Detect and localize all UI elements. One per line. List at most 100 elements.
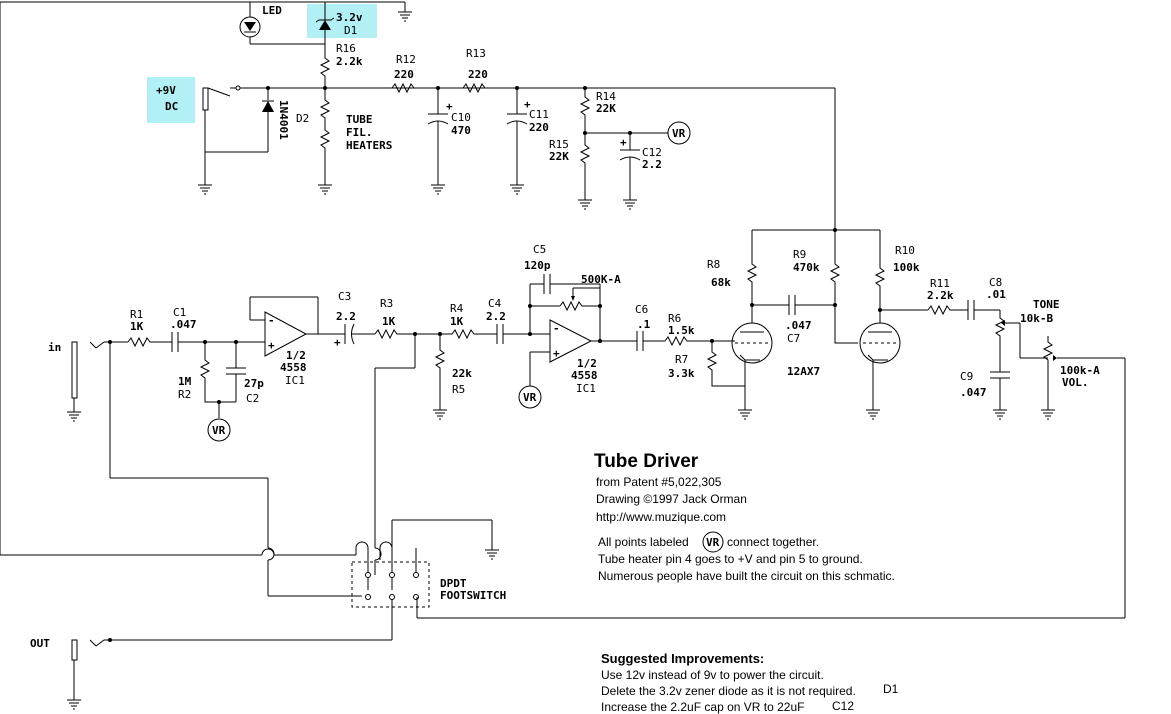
r7-resistor: [706, 341, 745, 387]
credit-author: Drawing ©1997 Jack Orman: [596, 492, 747, 506]
label-r12: R12: [396, 53, 416, 66]
label-r3: R3: [380, 297, 393, 310]
input-jack-symbol: [71, 341, 105, 402]
label-vol: VOL.: [1062, 376, 1089, 389]
r3-resistor: [374, 328, 440, 340]
r5-resistor: [434, 334, 446, 400]
opamp1-plus: +: [268, 339, 275, 352]
r10-resistor: [874, 230, 886, 310]
label-r2-value: 1M: [178, 375, 192, 388]
led-symbol: [239, 2, 325, 45]
label-r15: R15: [549, 138, 569, 151]
label-pot-500k: 500K-A: [581, 273, 621, 286]
label-c7: C7: [787, 332, 800, 345]
label-r1-value: 1K: [130, 320, 144, 333]
label-r14-value: 22K: [596, 102, 616, 115]
label-c7-value: .047: [785, 319, 812, 332]
vr-node-ic1b: [518, 385, 542, 409]
label-c6-value: .1: [637, 318, 651, 331]
label-c5: C5: [533, 243, 546, 256]
label-c11-value: 220: [529, 121, 549, 134]
label-r9: R9: [793, 248, 806, 261]
note-builds: Numerous people have built the circuit o…: [598, 569, 895, 583]
improvement-item: Use 12v instead of 9v to power the circu…: [601, 668, 824, 682]
label-ic1b-half: 1/2: [577, 357, 597, 370]
vr-label-supply: VR: [672, 127, 686, 140]
label-c4: C4: [488, 297, 502, 310]
label-r3-value: 1K: [382, 315, 396, 328]
c9-capacitor: [990, 371, 1010, 400]
label-footswitch: FOOTSWITCH: [440, 589, 506, 602]
vr-label-ic1b: VR: [523, 391, 537, 404]
label-c8-value: .01: [986, 288, 1006, 301]
r14-resistor: [579, 88, 591, 133]
label-r8-value: 68k: [711, 276, 731, 289]
label-r4: R4: [450, 302, 464, 315]
label-r1: R1: [130, 308, 143, 321]
label-r15-value: 22K: [549, 150, 569, 163]
improvements-heading: Suggested Improvements:: [601, 651, 764, 666]
label-d1-value: 3.2v: [336, 11, 363, 24]
label-c2: C2: [246, 392, 259, 405]
r1-resistor: [127, 336, 172, 348]
opamp2-minus: -: [553, 322, 560, 335]
r2-resistor: [199, 342, 236, 403]
label-c5-value: 120p: [524, 259, 551, 272]
r11-resistor: [927, 304, 968, 316]
label-r11-value: 2.2k: [927, 289, 954, 302]
label-r5-value: 22k: [452, 367, 472, 380]
label-r16-value: 2.2k: [336, 55, 363, 68]
label-tube-line3: HEATERS: [346, 139, 392, 152]
vr-label-legend: VR: [706, 536, 720, 549]
label-c1: C1: [173, 306, 186, 319]
r13-resistor: [462, 82, 486, 94]
note-heater: Tube heater pin 4 goes to +V and pin 5 t…: [598, 552, 863, 566]
label-c3-value: 2.2: [336, 310, 356, 323]
note-vr-suffix: connect together.: [727, 535, 819, 549]
label-input: in: [48, 341, 61, 354]
label-r4-value: 1K: [450, 315, 464, 328]
volume-pot-resistor: [1042, 336, 1054, 400]
c8-capacitor: [967, 300, 975, 320]
c6-capacitor: [636, 331, 644, 351]
tone-pot-resistor: [994, 310, 1006, 346]
r4-resistor: [440, 328, 497, 340]
dc-highlight: [147, 77, 195, 123]
r15-resistor: [579, 133, 591, 190]
tube-filament-resistor: [319, 88, 331, 175]
diode-d2-symbol: [262, 88, 274, 152]
c10-capacitor: [427, 88, 449, 175]
label-tube-line1: TUBE: [346, 113, 373, 126]
c5-capacitor: [543, 274, 551, 294]
label-d1: D1: [344, 24, 357, 37]
label-r14: R14: [596, 90, 616, 103]
c4-capacitor: [496, 324, 504, 344]
label-r7: R7: [675, 353, 688, 366]
label-ic1a-part: 4558: [280, 361, 307, 374]
vr-node-supply: [667, 121, 691, 145]
vr-node-legend: [702, 531, 724, 553]
vr-label-input: VR: [212, 424, 226, 437]
label-c4-value: 2.2: [486, 310, 506, 323]
improvement-ref: D1: [883, 682, 899, 696]
d1-highlight: [307, 4, 377, 38]
c11-capacitor: [506, 88, 528, 175]
r16-resistor: [319, 54, 331, 88]
opamp1-minus: -: [268, 314, 275, 327]
label-c3: C3: [338, 290, 351, 303]
label-tone: TONE: [1033, 298, 1060, 311]
label-r5: R5: [452, 383, 465, 396]
label-tone-value: 10k-B: [1020, 312, 1053, 325]
label-led: LED: [262, 4, 282, 17]
label-r6-value: 1.5k: [668, 324, 695, 337]
output-jack-symbol: [71, 639, 392, 690]
improvement-item: Delete the 3.2v zener diode as it is not…: [601, 684, 856, 698]
zener-d1-symbol: [315, 2, 335, 54]
label-c8: C8: [989, 276, 1002, 289]
label-c10-value: 470: [451, 124, 471, 137]
label-ic1a: IC1: [285, 374, 305, 387]
label-tube-type: 12AX7: [787, 365, 820, 378]
c12-capacitor: [619, 133, 641, 190]
label-ic1b-part: 4558: [571, 369, 598, 382]
